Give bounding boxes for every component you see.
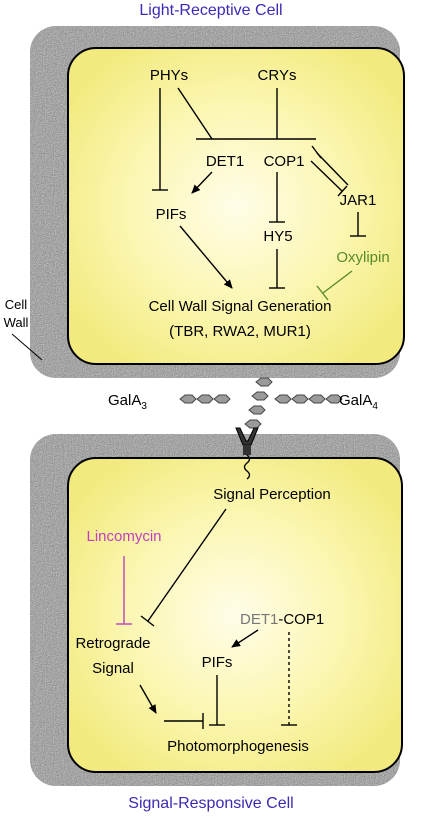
top-cell-title: Light-Receptive Cell [139,2,282,19]
cell-wall-label-line1: Cell [5,297,28,312]
genes-label: (TBR, RWA2, MUR1) [169,323,311,340]
gala4-chain [274,394,343,404]
hy5-label: HY5 [263,228,292,245]
cell-wall-pointer [11,333,43,361]
edge-det1cop1-to-pifs [231,629,259,648]
cop1-label: COP1 [264,153,305,170]
gala3-label: GalA3 [108,392,147,412]
retrograde-label-line1: Retrograde [75,635,150,652]
pifs-label: PIFs [156,206,187,223]
bottom-cell-edges [116,508,297,729]
bound-oligogalacturonide [244,377,273,429]
edge-jar1-inhibit-cop1 [316,152,349,186]
edge-oxylipin-inhibit-signal [322,270,353,294]
top-cell-edges [152,87,366,301]
gala3-chain [179,394,231,404]
phys-label: PHYs [150,67,188,84]
signal-generation-label: Cell Wall Signal Generation [149,298,332,315]
receptor-icon [235,427,259,480]
bottom-cell-interior [67,457,403,773]
edge-det1-to-pifs [191,171,213,194]
gala4-label: GalA4 [339,392,378,412]
oxylipin-label: Oxylipin [336,249,389,266]
det1-gray-text: DET1 [240,611,278,628]
pifs-bottom-label: PIFs [202,654,233,671]
cell-wall-label-line2: Wall [4,315,29,330]
bottom-cell-title: Signal-Responsive Cell [128,795,293,812]
edge-perception-inhibit-retrograde [147,508,227,622]
edge-retrograde-to-junction [139,684,157,714]
photomorphogenesis-label: Photomorphogenesis [167,738,309,755]
top-cell-interior [67,47,405,365]
edge-pifs-to-signal [179,225,233,289]
lincomycin-label: Lincomycin [86,528,161,545]
edge-cop1-inhibit-jar1 [310,160,343,192]
edge-phys-to-junction [177,87,213,140]
det1-cop1-label: DET1-COP1 [240,611,324,628]
signal-perception-label: Signal Perception [213,486,331,503]
crys-label: CRYs [258,67,297,84]
jar1-label: JAR1 [340,192,377,209]
det1-label: DET1 [206,153,244,170]
retrograde-label-line2: Signal [92,660,134,677]
